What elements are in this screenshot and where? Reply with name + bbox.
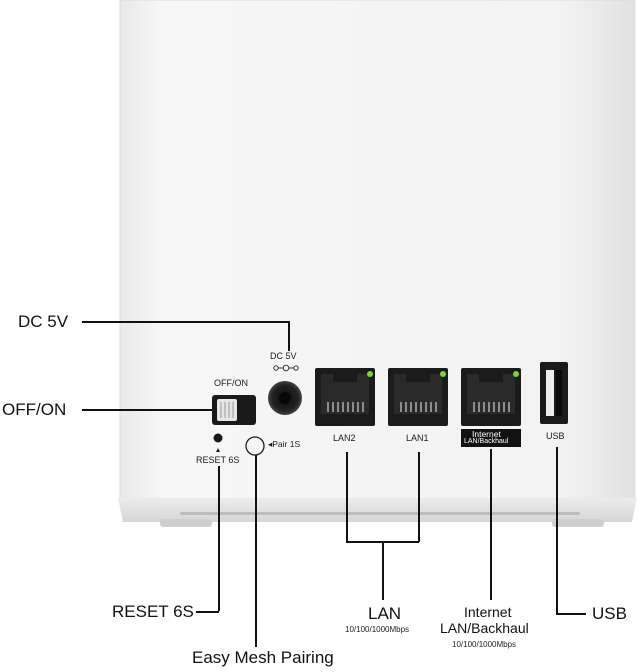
base-vent — [180, 512, 580, 515]
lan1-leader — [418, 452, 420, 542]
reset-leader-h — [196, 611, 219, 613]
usb-leader-v — [556, 447, 558, 614]
lan2-led — [367, 371, 373, 377]
reset-label: RESET 6S — [196, 455, 240, 465]
callout-usb: USB — [592, 604, 627, 623]
internet-led — [513, 371, 519, 377]
callout-lan-speed: 10/100/1000Mbps — [345, 625, 410, 634]
dc-leader-h — [82, 321, 288, 323]
pair-button — [245, 436, 265, 456]
router-base — [118, 498, 637, 522]
pair-label: ◂Pair 1S — [268, 439, 301, 449]
lan1-label: LAN1 — [406, 433, 429, 443]
callout-internet: Internet — [464, 604, 512, 620]
base-foot-left — [160, 519, 212, 527]
usb-port-label: USB — [546, 431, 565, 441]
callout-reset: RESET 6S — [112, 602, 194, 621]
mesh-leader — [255, 455, 257, 647]
reset-hole — [213, 433, 223, 443]
dc-label: DC 5V — [270, 351, 297, 361]
base-foot-right — [552, 519, 604, 527]
port-lan1 — [388, 368, 448, 426]
usb-leader-h — [556, 613, 586, 615]
backhaul-port-label: LAN/Backhaul — [464, 438, 509, 445]
dc-leader-v — [288, 321, 290, 351]
callout-backhaul: LAN/Backhaul — [440, 620, 529, 636]
lan1-led — [440, 371, 446, 377]
callout-mesh: Easy Mesh Pairing — [192, 648, 334, 667]
lan2-label: LAN2 — [333, 433, 356, 443]
port-lan2 — [315, 368, 375, 426]
callout-power: OFF/ON — [2, 400, 67, 419]
lan-leader — [382, 541, 384, 600]
dc-polarity-icon — [273, 364, 299, 372]
lan2-leader — [346, 452, 348, 542]
reset-arrow-icon — [216, 448, 220, 452]
port-internet — [461, 368, 521, 426]
reset-leader-v — [218, 466, 220, 611]
internet-leader — [490, 449, 492, 600]
switch-label: OFF/ON — [214, 378, 248, 388]
internet-label-plate — [461, 429, 521, 447]
callout-lan: LAN — [368, 604, 402, 623]
power-leader — [82, 409, 212, 411]
callout-dc: DC 5V — [18, 312, 69, 331]
callout-internet-speed: 10/100/1000Mbps — [452, 640, 517, 649]
internet-port-label: Internet — [472, 429, 501, 439]
